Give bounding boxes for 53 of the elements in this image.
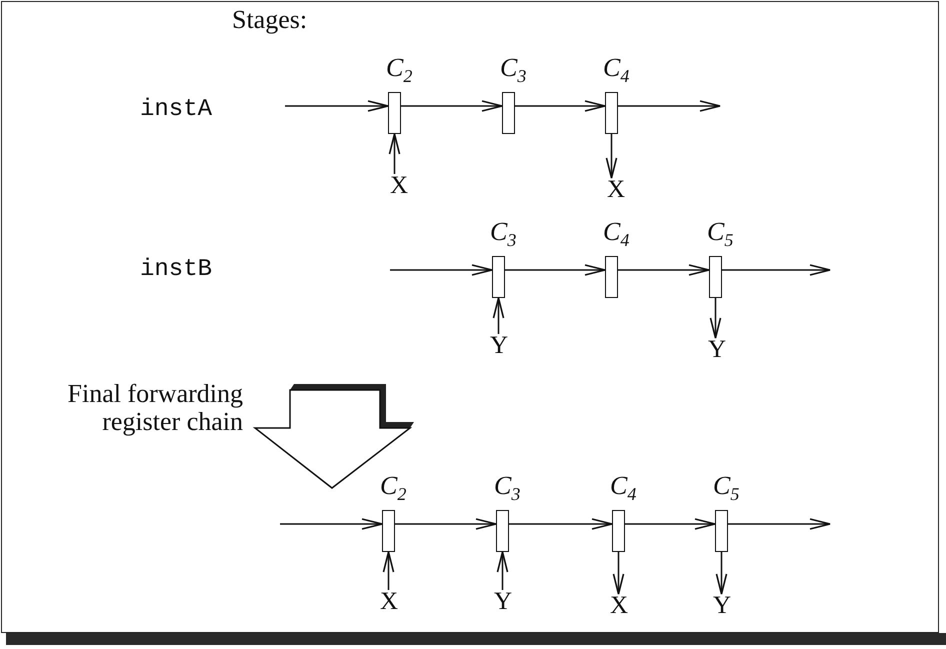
- register-box: [709, 256, 722, 298]
- caption-text: Stages:: [232, 6, 308, 34]
- register-box: [605, 92, 618, 134]
- arrow: [496, 551, 508, 590]
- signal-label: X: [378, 590, 400, 614]
- instruction-name: instA: [140, 96, 214, 124]
- arrow: [492, 297, 504, 334]
- signal-label: X: [608, 594, 630, 618]
- arrow: [285, 100, 389, 112]
- caption-text: Final forwarding register chain: [66, 380, 243, 436]
- signal-label: Y: [706, 338, 728, 362]
- arrow: [618, 100, 721, 112]
- register-box: [502, 92, 515, 134]
- arrow: [505, 264, 606, 276]
- arrow: [509, 518, 613, 530]
- register-box: [715, 510, 728, 552]
- stage-label: C$_{3}$: [500, 54, 526, 88]
- register-box: [496, 510, 509, 552]
- stage-label: C$_{4}$: [603, 54, 630, 88]
- signal-label: X: [388, 174, 410, 198]
- signal-label: Y: [711, 594, 733, 618]
- arrow: [606, 134, 618, 179]
- instruction-name: instB: [140, 256, 214, 284]
- stage-label: C$_{5}$: [713, 472, 740, 506]
- register-box: [382, 510, 395, 552]
- arrow: [280, 518, 383, 530]
- arrow: [395, 518, 497, 530]
- stage-label: C$_{3}$: [490, 218, 516, 252]
- signal-label: X: [605, 178, 627, 202]
- arrow: [710, 298, 722, 339]
- arrow: [382, 551, 394, 590]
- stage-label: C$_{4}$: [610, 472, 636, 506]
- register-box: [612, 510, 625, 552]
- arrow: [728, 518, 831, 530]
- arrow: [716, 552, 728, 595]
- arrow: [388, 133, 400, 174]
- stage-label: C$_{3}$: [494, 472, 520, 506]
- arrow: [515, 100, 606, 112]
- register-box: [605, 256, 618, 298]
- stage-label: C$_{2}$: [380, 472, 406, 506]
- register-box: [492, 256, 505, 298]
- stage-label: C$_{5}$: [707, 218, 734, 252]
- arrow: [722, 264, 831, 276]
- arrow: [612, 552, 624, 595]
- stage-label: C$_{2}$: [386, 54, 412, 88]
- arrow: [401, 100, 503, 112]
- arrow: [618, 264, 710, 276]
- arrow: [390, 264, 493, 276]
- signal-label: Y: [488, 334, 510, 358]
- register-box: [388, 92, 401, 134]
- arrow: [625, 518, 716, 530]
- stage-label: C$_{4}$: [603, 218, 630, 252]
- signal-label: Y: [492, 590, 514, 614]
